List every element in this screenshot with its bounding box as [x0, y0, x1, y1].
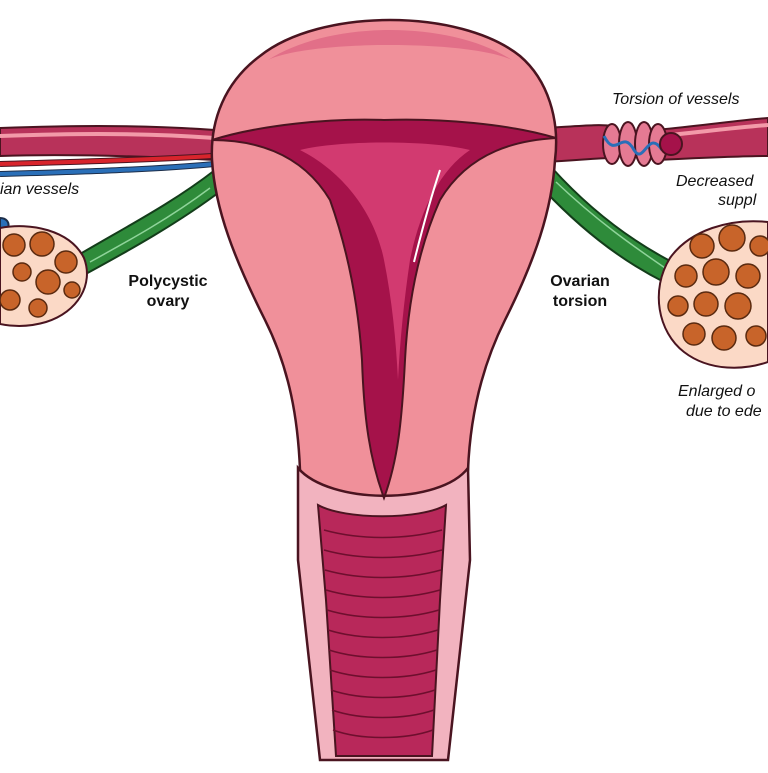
left-ovarian-artery [0, 153, 213, 167]
vaginal-rugae [323, 529, 443, 739]
torsion-of-vessels-label: Torsion of vessels [612, 91, 740, 108]
right-ovarian-ligament [542, 166, 674, 284]
enlarged-ovary-label-line2: due to ede [686, 403, 762, 420]
left-ovarian-vein [0, 161, 215, 177]
uterus-fundus-highlight [268, 30, 512, 60]
cavity-highlight [300, 142, 470, 380]
polycystic-ovary-label-line1: Polycystic [128, 273, 208, 290]
enlarged-ovary-label-line1: Enlarged o [678, 383, 756, 400]
left-ovarian-ligament [68, 168, 224, 278]
torsion-twist [602, 121, 683, 167]
ovarian-torsion-label-line2: torsion [552, 293, 608, 310]
polycystic-ovary-label-line2: ovary [146, 293, 190, 310]
enlarged-ovary [657, 220, 768, 369]
decreased-supply-label-line2: suppl [718, 192, 757, 209]
decreased-supply-label-line1: Decreased [676, 173, 754, 190]
uterine-cavity [211, 118, 557, 501]
polycystic-ovary [0, 225, 88, 327]
vaginal-canal [316, 503, 448, 757]
ovarian-torsion-label-line1: Ovarian [550, 273, 610, 290]
ovarian-vessels-label: ian vessels [0, 181, 80, 198]
cavity-shine [413, 169, 441, 263]
